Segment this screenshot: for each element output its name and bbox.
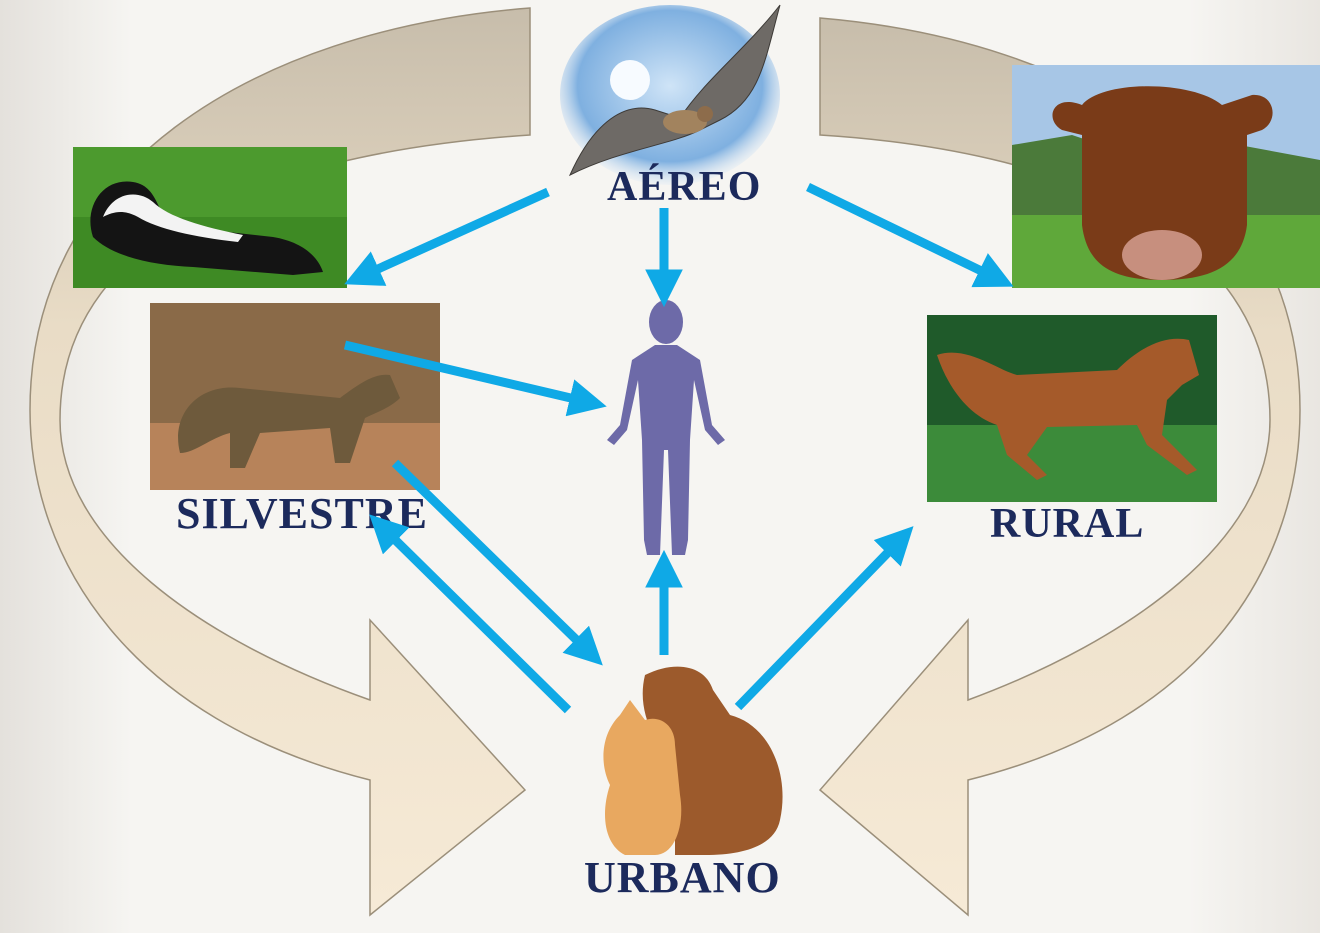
urbano-picture (585, 655, 785, 860)
urbano-label: URBANO (584, 852, 781, 903)
skunk-picture (73, 147, 347, 288)
silvestre-picture (150, 303, 440, 490)
rural-label: RURAL (990, 500, 1144, 548)
cow-picture (1012, 65, 1320, 288)
aereo-label: AÉREO (607, 163, 761, 211)
silvestre-label: SILVESTRE (176, 488, 428, 539)
rural-picture (927, 315, 1217, 502)
dog-and-cat-icon (603, 667, 782, 855)
